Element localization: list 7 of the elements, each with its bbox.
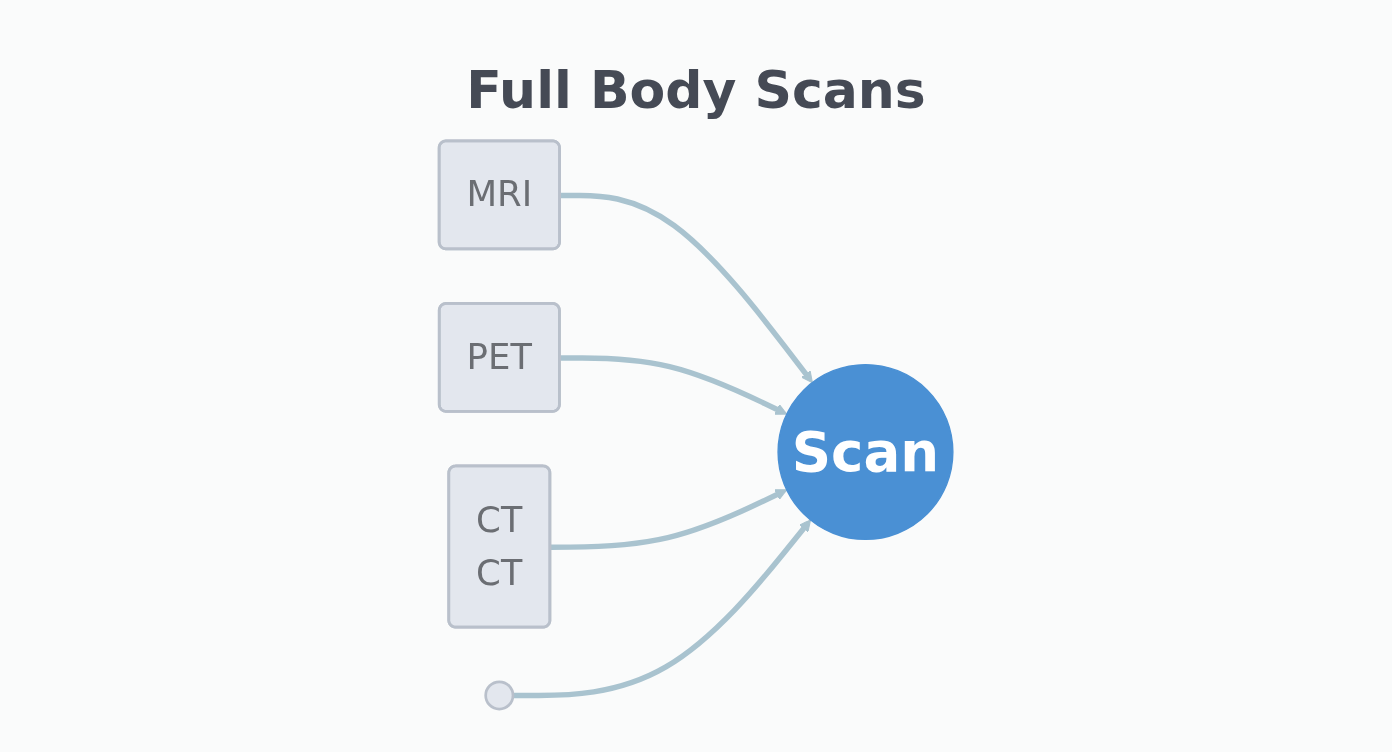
arrow bbox=[550, 489, 788, 550]
title: Full Body Scans bbox=[465, 60, 927, 120]
arrow bbox=[560, 355, 788, 415]
arrow bbox=[560, 192, 813, 384]
arrow bbox=[513, 519, 812, 699]
node-circle bbox=[484, 680, 515, 711]
node-circle: Scan bbox=[777, 363, 954, 541]
